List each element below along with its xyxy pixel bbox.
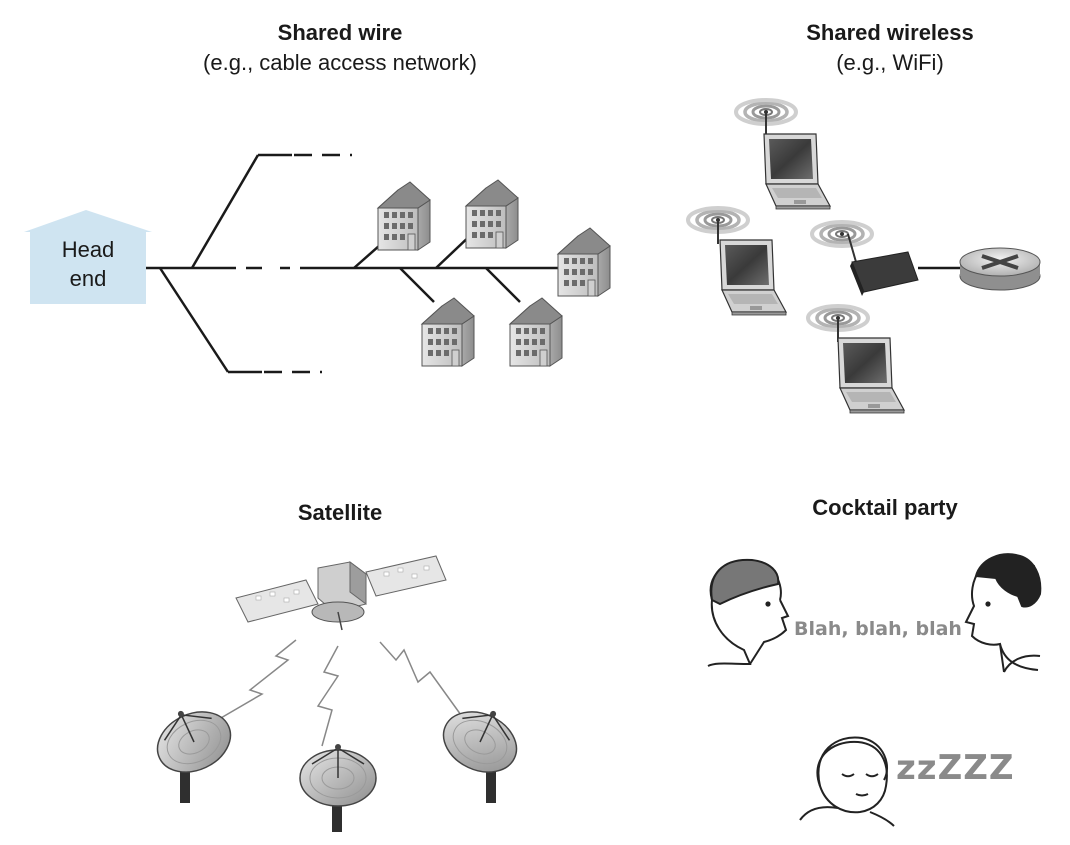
head-end-label-line: Head	[62, 237, 115, 262]
laptop-icon-1	[734, 98, 831, 210]
talker-right-icon	[964, 553, 1042, 673]
talker-left-icon	[707, 558, 790, 667]
dish-icon-left	[144, 694, 242, 803]
shared-wire-subtitle: (e.g., cable access network)	[203, 50, 477, 75]
dish-icon-middle	[299, 743, 377, 832]
snore-text: zzZZZ	[896, 748, 1015, 788]
cable-network	[146, 153, 560, 374]
speech-text: Blah, blah, blah	[794, 618, 962, 640]
dish-icon-right	[432, 694, 530, 803]
head-end: Head end	[24, 210, 152, 304]
head-end-label-line: end	[70, 266, 107, 291]
satellite-icon	[235, 555, 447, 631]
laptop-icon-3	[806, 304, 905, 414]
house-icon-3	[557, 227, 611, 297]
laptop-icon-2	[686, 206, 787, 316]
head-end-label: Head end	[62, 237, 115, 291]
shared-wire-title: Shared wire	[277, 20, 403, 45]
satellite-title: Satellite	[297, 500, 383, 525]
shared-wireless-subtitle: (e.g., WiFi)	[836, 50, 944, 75]
router-icon	[959, 247, 1041, 291]
access-point-icon	[810, 220, 962, 296]
sleeper-icon	[799, 736, 895, 827]
cocktail-party-title: Cocktail party	[812, 495, 958, 520]
house-icon-1	[377, 181, 431, 251]
house-icon-2	[465, 179, 519, 249]
house-icon-5	[509, 297, 563, 367]
house-icon-4	[421, 297, 475, 367]
shared-wireless-title: Shared wireless	[806, 20, 974, 45]
radio-link-icons	[213, 639, 467, 747]
